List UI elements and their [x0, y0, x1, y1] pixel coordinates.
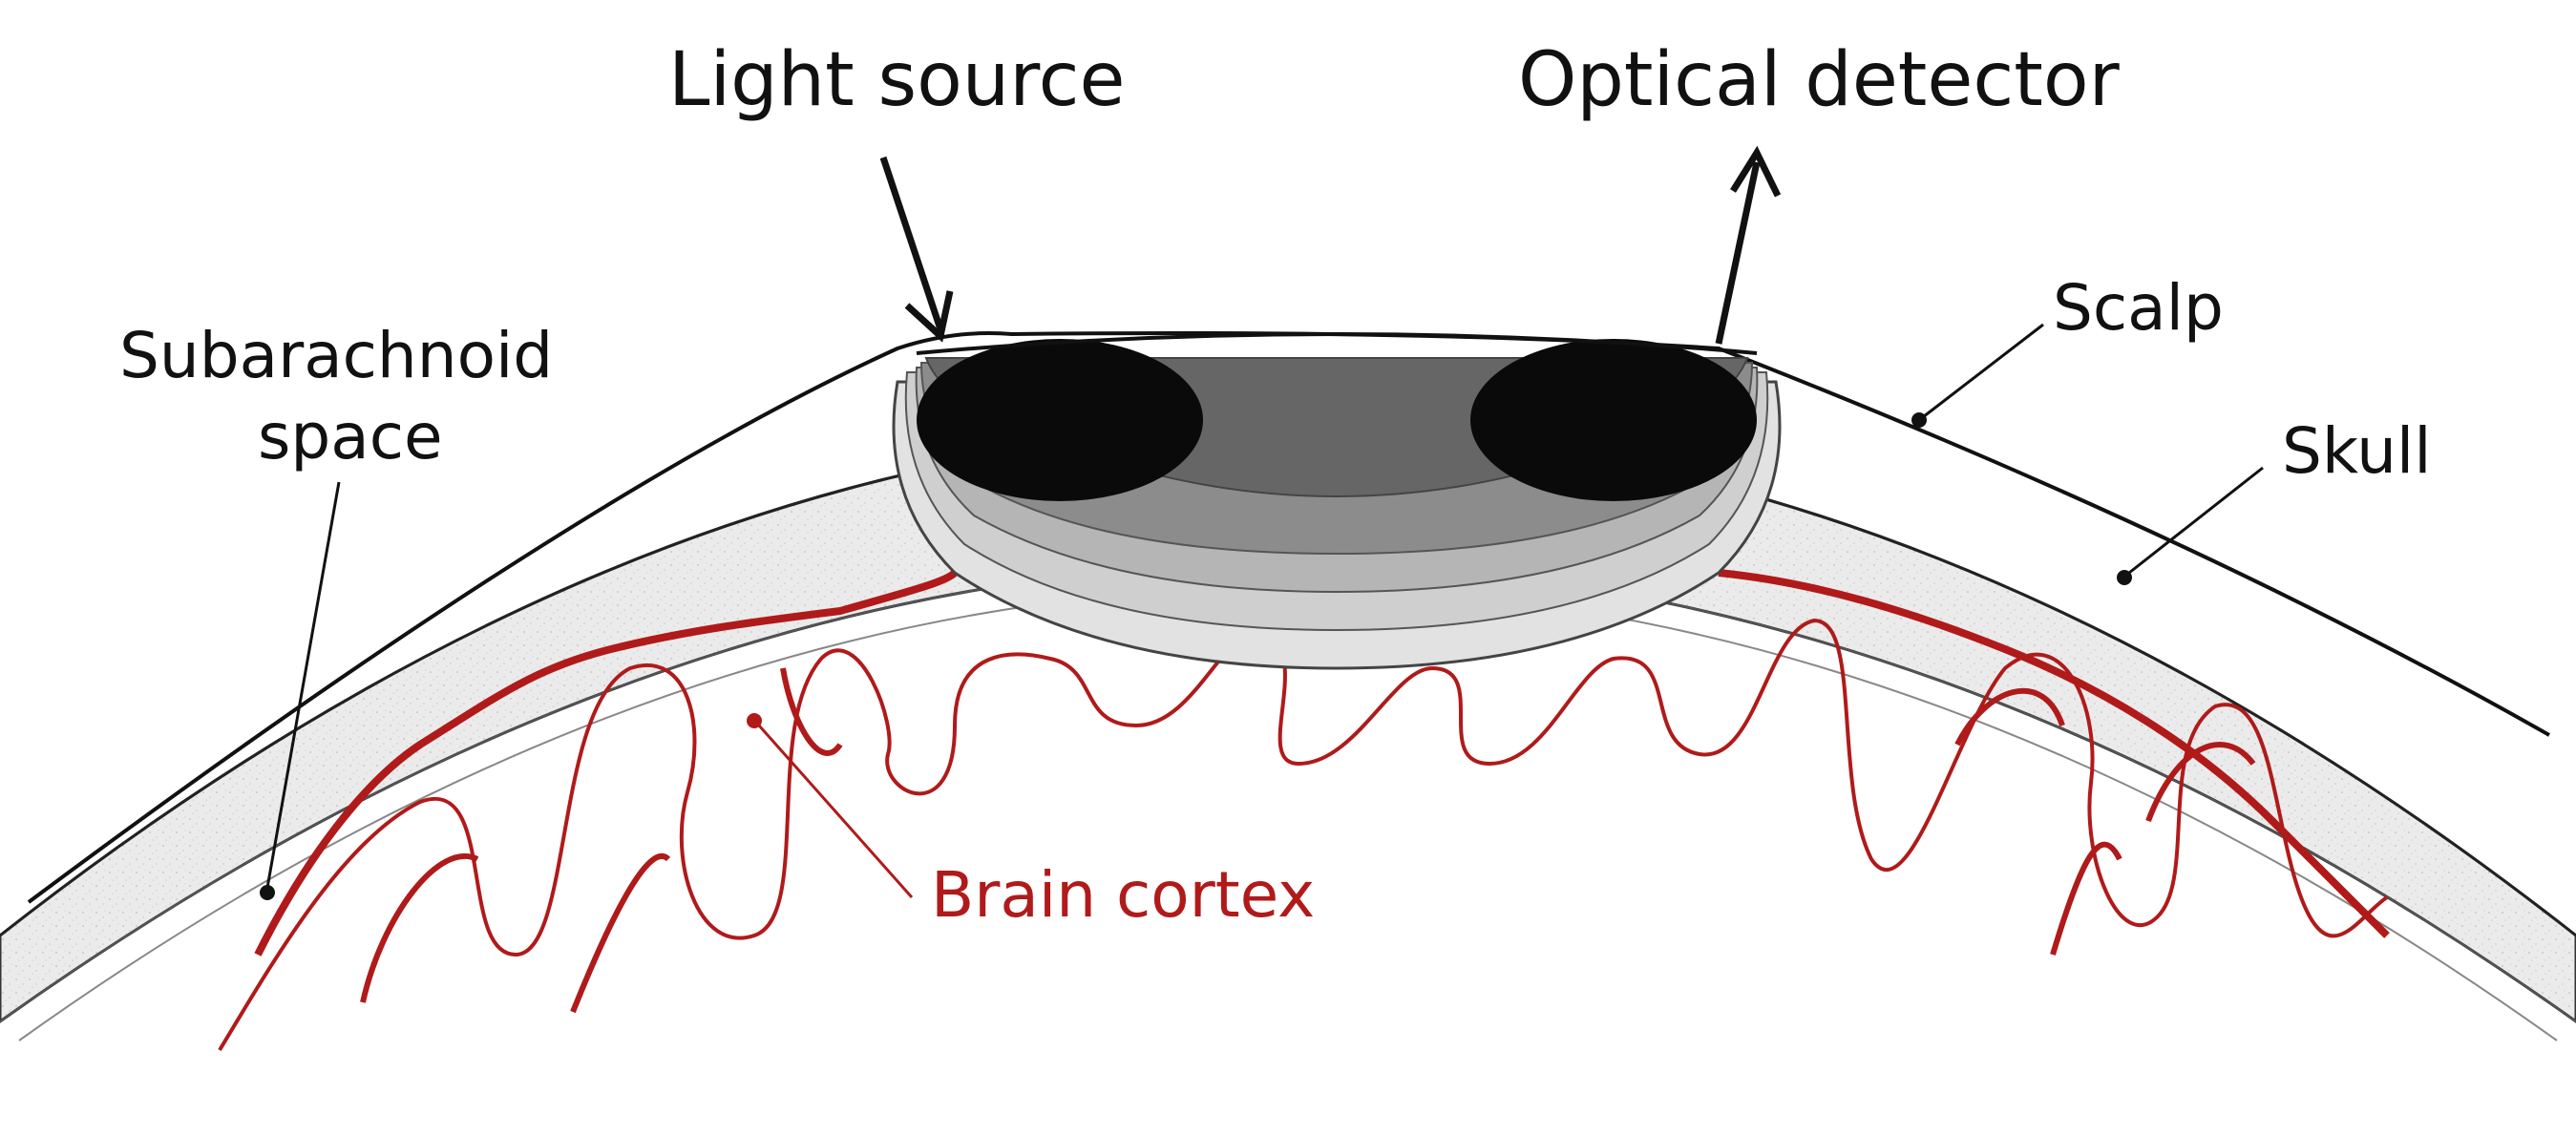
optical-detector-label: Optical detector	[1518, 37, 2121, 123]
light-source-label: Light source	[668, 37, 1125, 123]
arrow-down-head	[904, 290, 954, 343]
subarachnoid-label-line1: Subarachnoid	[119, 319, 553, 392]
skull-label: Skull	[2282, 414, 2432, 488]
scalp-outline	[27, 331, 2550, 904]
cortex-leader	[757, 725, 914, 898]
brain-cortex-sulcus-left	[360, 667, 843, 1014]
arrow-down-icon	[879, 156, 944, 331]
subarachnoid-leader	[265, 481, 341, 889]
brain-cortex-outline	[218, 618, 2389, 1052]
brain-cortex-thick-arc-left	[254, 569, 958, 957]
skull-dot	[2117, 570, 2132, 585]
scalp-label: Scalp	[2053, 271, 2224, 345]
detector-arrow	[1715, 145, 1782, 345]
subarachnoid-dot	[260, 885, 275, 900]
brain-cortex-thick-arc-right	[1718, 569, 2390, 938]
brain-cortex-label: Brain cortex	[931, 858, 1315, 932]
source-arrow	[879, 156, 954, 343]
light-path-banana	[892, 332, 1782, 670]
skull-leader	[2128, 466, 2264, 575]
arrow-up-icon	[1715, 161, 1761, 345]
cortex-dot	[747, 713, 762, 728]
light-source-spot	[917, 339, 1203, 501]
arrow-up-head	[1730, 145, 1782, 198]
light-path-top	[916, 332, 1758, 355]
subarachnoid-label-line2: space	[258, 400, 443, 473]
detector-spot	[1470, 339, 1757, 501]
scalp-leader	[1918, 323, 2044, 422]
brain-cortex-sulcus-right	[1954, 687, 2256, 956]
scalp-dot	[1911, 412, 1927, 428]
